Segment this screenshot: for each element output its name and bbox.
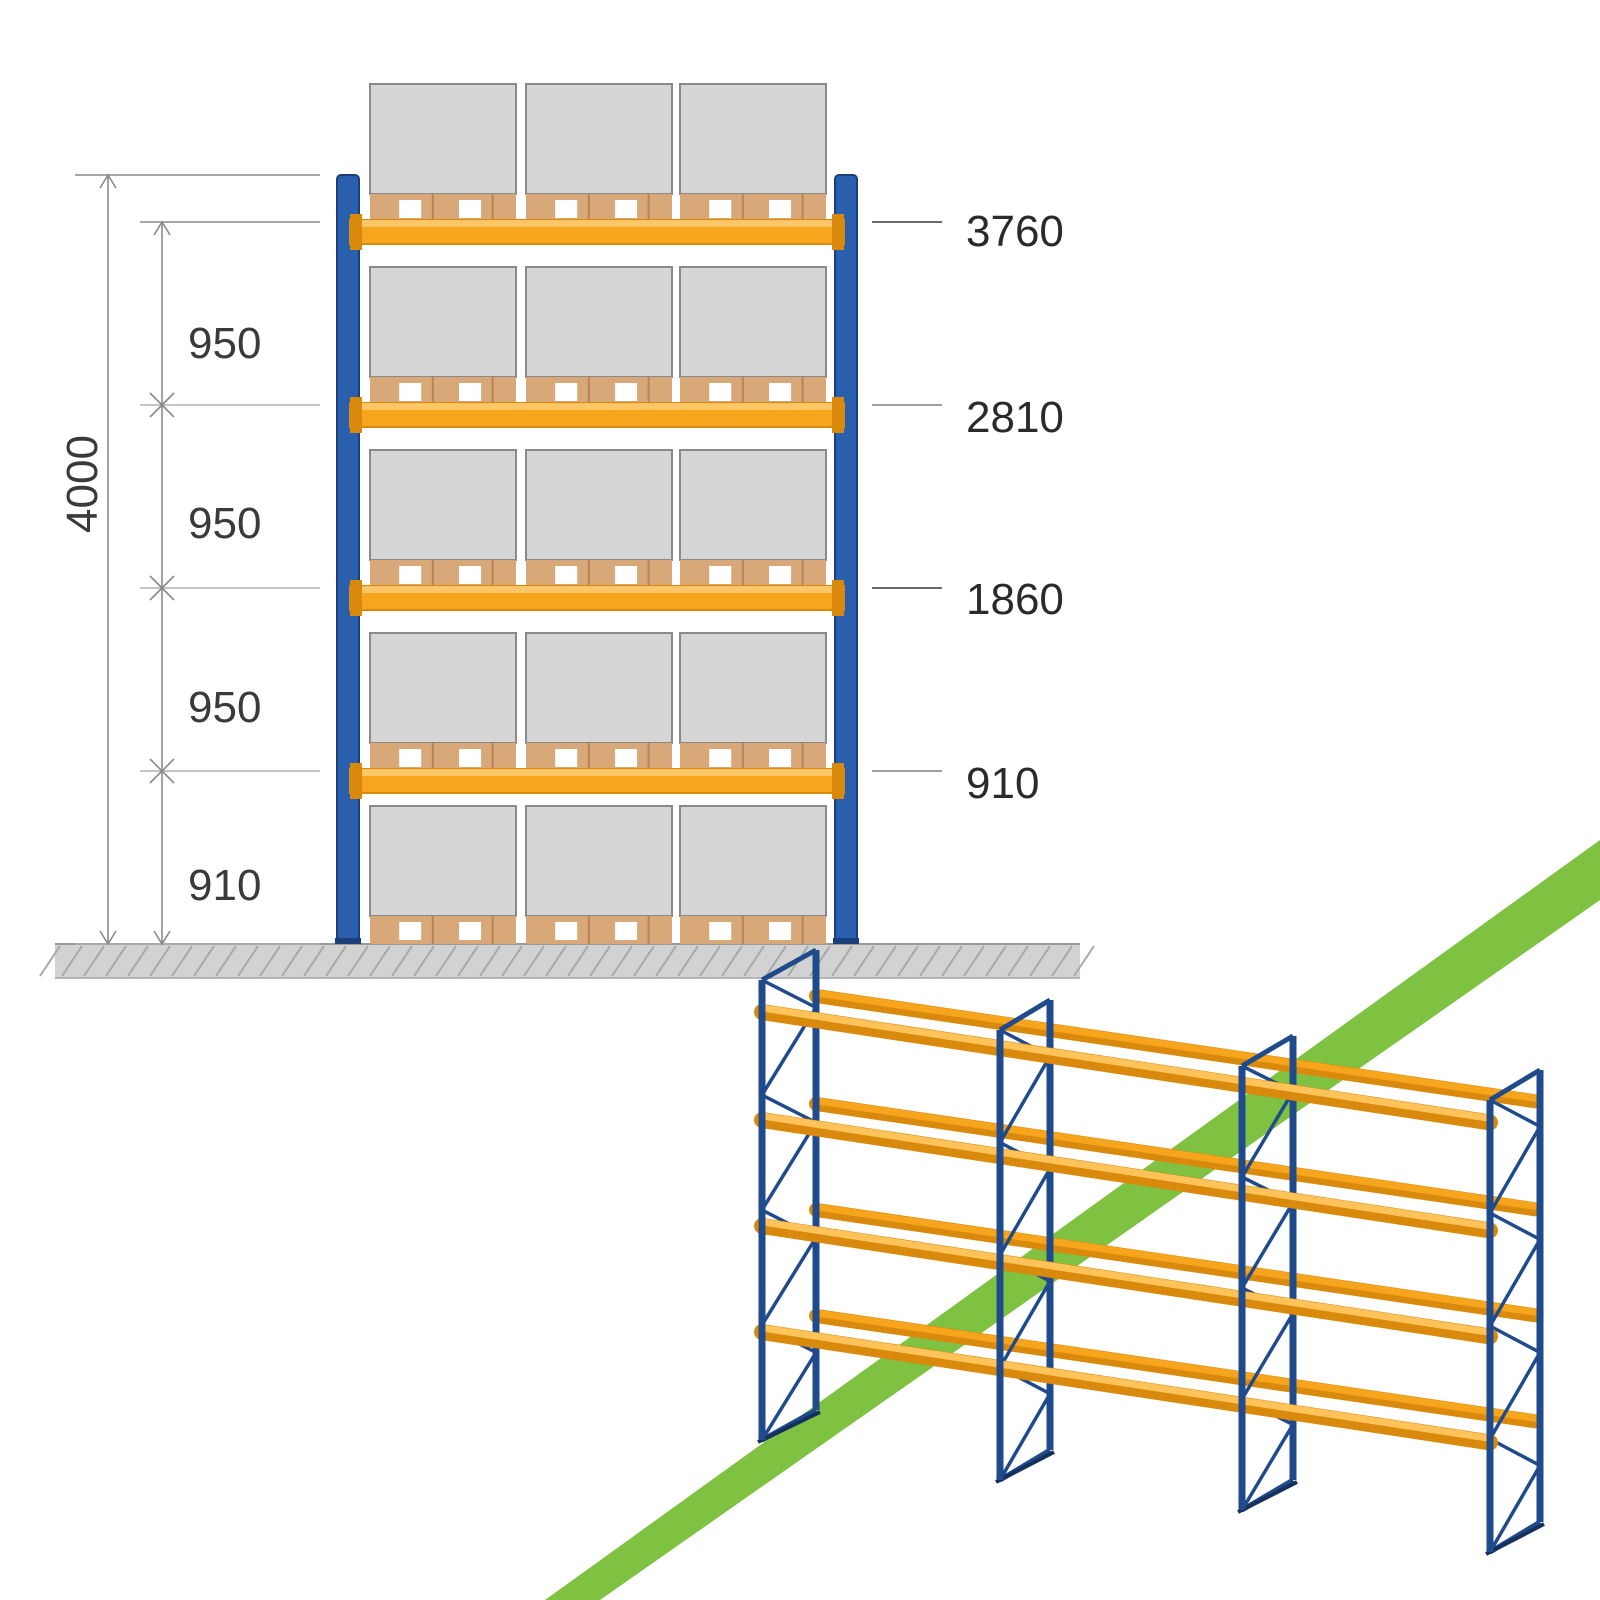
load-box <box>369 266 517 378</box>
pallet <box>526 743 672 771</box>
pallet <box>526 916 672 944</box>
load-box <box>525 449 673 561</box>
dimension-lines <box>75 173 320 946</box>
gap-label: 950 <box>188 319 261 368</box>
load-box <box>525 83 673 195</box>
front-beam <box>754 1004 1498 1131</box>
pallet <box>680 560 826 588</box>
pallet <box>370 916 516 944</box>
pallet <box>680 377 826 405</box>
gap-label: 910 <box>188 861 261 910</box>
floor <box>39 943 1095 979</box>
pallet <box>680 194 826 222</box>
pallet <box>370 194 516 222</box>
level-label: 3760 <box>966 207 1064 256</box>
front-beam <box>754 1324 1498 1451</box>
load-box <box>369 83 517 195</box>
pallet <box>370 377 516 405</box>
pallet <box>526 194 672 222</box>
front-beam <box>754 1218 1498 1345</box>
load-box <box>369 805 517 917</box>
load-box <box>679 449 827 561</box>
gap-label: 950 <box>188 683 261 732</box>
left-upright <box>336 174 360 944</box>
load-box <box>679 805 827 917</box>
level-lines <box>872 221 942 772</box>
rack-elevation: 4000 950 950 950 910 3760 2810 1860 910 <box>39 83 1095 979</box>
load-box <box>679 632 827 744</box>
pallet <box>370 560 516 588</box>
load-box <box>525 632 673 744</box>
level-label: 2810 <box>966 393 1064 442</box>
level-label: 910 <box>966 759 1039 808</box>
gap-label: 950 <box>188 499 261 548</box>
load-box <box>679 83 827 195</box>
load-box <box>525 266 673 378</box>
pallet <box>370 743 516 771</box>
level-label: 1860 <box>966 575 1064 624</box>
beams <box>349 214 845 799</box>
green-band <box>545 840 1600 1600</box>
pallet <box>526 560 672 588</box>
load-box <box>369 632 517 744</box>
pallet <box>526 377 672 405</box>
right-upright <box>834 174 858 944</box>
pallet <box>680 743 826 771</box>
load-box <box>525 805 673 917</box>
pallet-loads <box>369 83 827 944</box>
load-box <box>679 266 827 378</box>
pallet <box>680 916 826 944</box>
load-box <box>369 449 517 561</box>
total-height-label: 4000 <box>58 435 107 533</box>
rack-3d-view <box>754 947 1545 1556</box>
front-beam <box>754 1112 1498 1239</box>
